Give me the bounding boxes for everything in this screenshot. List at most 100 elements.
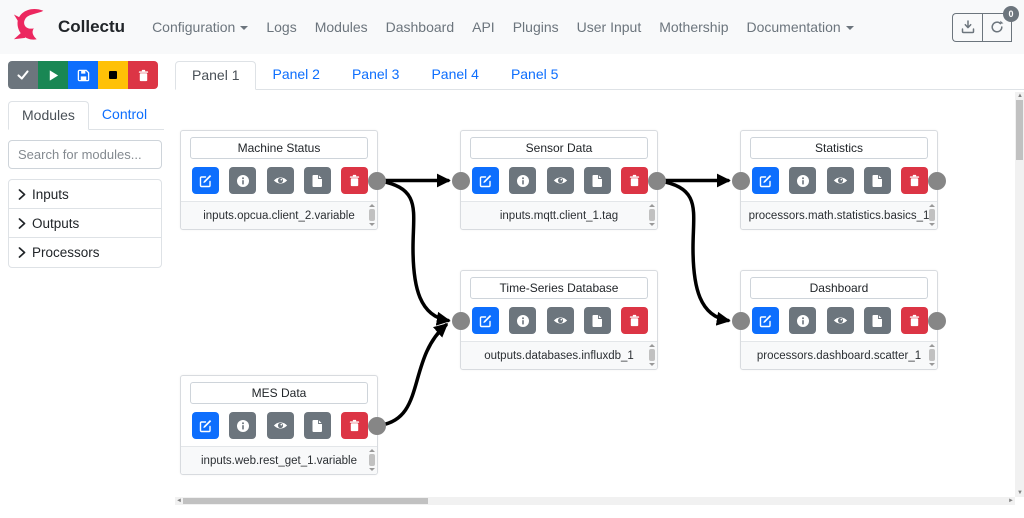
chevron-right-icon [18,188,26,200]
nav-item-dashboard[interactable]: Dashboard [385,19,455,35]
connection-line [376,178,451,326]
info-module-button[interactable] [789,307,817,334]
preview-module-button[interactable] [546,307,574,334]
output-port-handle[interactable] [928,172,946,190]
delete-module-button[interactable] [341,412,368,439]
canvas-horizontal-scrollbar[interactable]: ◄ ► [175,497,1015,505]
module-node-machine-status[interactable]: inputs.opcua.client_2.variable [180,130,386,230]
input-port-handle[interactable] [452,312,470,330]
preview-module-button[interactable] [546,167,574,194]
flow-canvas[interactable]: inputs.opcua.client_2.variable inputs.mq… [175,90,1024,505]
module-title-input[interactable] [750,277,928,299]
delete-module-button[interactable] [621,167,648,194]
delete-config-button[interactable] [128,61,158,89]
output-port-handle[interactable] [368,172,386,190]
category-inputs[interactable]: Inputs [9,180,161,209]
data-file-module-button[interactable] [863,167,891,194]
preview-module-button[interactable] [266,412,294,439]
delete-module-button[interactable] [901,307,928,334]
info-module-button[interactable] [509,167,537,194]
output-port-handle[interactable] [648,172,666,190]
info-module-button[interactable] [229,167,257,194]
nav-item-user-input[interactable]: User Input [576,19,642,35]
chevron-down-icon [845,26,854,30]
data-file-module-button[interactable] [303,167,331,194]
category-outputs[interactable]: Outputs [9,209,161,238]
tab-modules[interactable]: Modules [8,101,89,130]
delete-module-button[interactable] [621,307,648,334]
edit-module-button[interactable] [472,307,499,334]
preview-module-button[interactable] [266,167,294,194]
nav-item-api[interactable]: API [472,19,495,35]
module-title-input[interactable] [750,137,928,159]
info-icon [516,314,529,327]
nav-item-mothership[interactable]: Mothership [659,19,729,35]
data-file-module-button[interactable] [583,167,611,194]
tab-control[interactable]: Control [101,106,148,122]
preview-module-button[interactable] [826,167,854,194]
delete-module-button[interactable] [901,167,928,194]
file-icon [872,314,882,327]
nav-item-configuration[interactable]: Configuration [143,11,257,43]
horizontal-scroll-thumb[interactable] [183,498,428,504]
footer-scrollbar[interactable] [368,204,375,226]
category-processors[interactable]: Processors [9,238,161,267]
stop-button[interactable] [98,61,128,89]
nav-item-logs[interactable]: Logs [266,19,297,35]
tab-panel-5[interactable]: Panel 5 [510,66,559,82]
module-title-input[interactable] [190,137,368,159]
vertical-scroll-thumb[interactable] [1016,100,1023,160]
info-module-button[interactable] [229,412,257,439]
data-file-module-button[interactable] [583,307,611,334]
module-node-time-series-database[interactable]: outputs.databases.influxdb_1 [452,270,658,370]
nav-item-plugins[interactable]: Plugins [512,19,559,35]
input-port-handle[interactable] [452,172,470,190]
module-search-input[interactable] [8,140,162,169]
edit-module-button[interactable] [472,167,499,194]
delete-module-button[interactable] [341,167,368,194]
pencil-square-icon [479,314,491,327]
input-port-handle[interactable] [732,312,750,330]
data-file-module-button[interactable] [863,307,891,334]
module-category-list: Inputs Outputs Processors [8,179,162,268]
output-port-handle[interactable] [928,312,946,330]
info-module-button[interactable] [789,167,817,194]
footer-scrollbar[interactable] [928,344,935,366]
save-button[interactable] [68,61,98,89]
canvas-vertical-scrollbar[interactable]: ▲ ▼ [1015,92,1024,497]
footer-scrollbar[interactable] [368,449,375,471]
footer-scrollbar[interactable] [928,204,935,226]
module-id-label: processors.dashboard.scatter_1 [741,341,937,369]
nav-item-documentation[interactable]: Documentation [737,11,862,43]
preview-module-button[interactable] [826,307,854,334]
module-node-mes-data[interactable]: inputs.web.rest_get_1.variable [180,375,386,475]
module-title-input[interactable] [470,277,648,299]
start-button[interactable] [38,61,68,89]
edit-module-button[interactable] [192,167,219,194]
module-title-input[interactable] [190,382,368,404]
module-title-input[interactable] [470,137,648,159]
module-id-label: outputs.databases.influxdb_1 [461,341,657,369]
tab-panel-3[interactable]: Panel 3 [351,66,400,82]
tab-panel-4[interactable]: Panel 4 [431,66,479,82]
data-file-module-button[interactable] [303,412,331,439]
footer-scrollbar[interactable] [648,204,655,226]
module-node-statistics[interactable]: processors.math.statistics.basics_1 [732,130,946,230]
download-button[interactable] [952,12,982,42]
output-port-handle[interactable] [368,417,386,435]
module-node-dashboard[interactable]: processors.dashboard.scatter_1 [732,270,946,370]
edit-module-button[interactable] [752,307,779,334]
brand[interactable]: Collectu [12,6,125,49]
module-node-sensor-data[interactable]: inputs.mqtt.client_1.tag [452,130,666,230]
check-icon [17,70,29,80]
tab-panel-1[interactable]: Panel 1 [175,61,257,90]
nav-item-modules[interactable]: Modules [314,19,368,35]
edit-module-button[interactable] [192,412,219,439]
edit-module-button[interactable] [752,167,779,194]
tab-panel-2[interactable]: Panel 2 [272,66,320,82]
validate-button[interactable] [8,61,38,89]
module-id-label: inputs.mqtt.client_1.tag [461,201,657,229]
info-module-button[interactable] [509,307,537,334]
input-port-handle[interactable] [732,172,750,190]
footer-scrollbar[interactable] [648,344,655,366]
